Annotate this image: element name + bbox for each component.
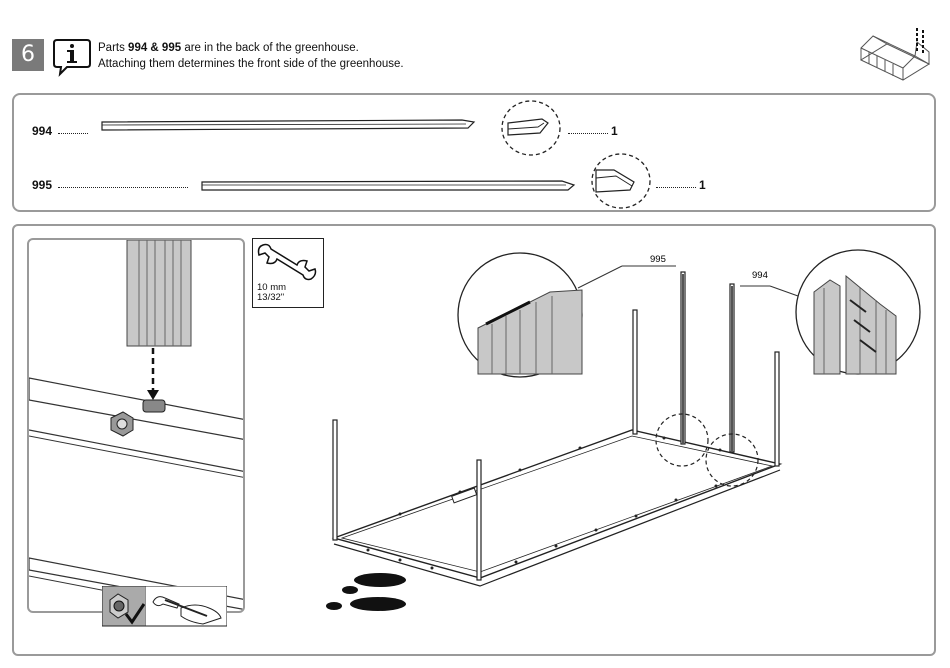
part-995-profile bbox=[200, 176, 580, 194]
wrench-size-text: 10 mm 13/32" bbox=[257, 283, 286, 303]
part-994-label: 994 bbox=[32, 124, 52, 138]
leader-dots bbox=[568, 133, 608, 134]
instruction-text: Parts 994 & 995 are in the back of the g… bbox=[98, 40, 404, 72]
instr-suffix: are in the back of the greenhouse. bbox=[181, 42, 359, 54]
part-995-qty: 1 bbox=[699, 178, 706, 192]
callout-995: 995 bbox=[650, 254, 666, 265]
part-995-detail bbox=[590, 152, 652, 210]
bolt-detail-drawing bbox=[29, 240, 245, 613]
leader-dots bbox=[58, 133, 88, 134]
parts-panel bbox=[12, 93, 936, 212]
checkmark-icon bbox=[102, 586, 146, 628]
part-994-profile bbox=[100, 116, 480, 134]
wrench-imperial: 13/32" bbox=[257, 293, 286, 303]
part-994-detail bbox=[500, 99, 562, 157]
leader-dots bbox=[656, 187, 696, 188]
instr-line2: Attaching them determines the front side… bbox=[98, 56, 404, 72]
instr-parts: 994 & 995 bbox=[128, 42, 181, 54]
wrench-spec-box: 10 mm 13/32" bbox=[252, 238, 324, 308]
part-994-qty: 1 bbox=[611, 124, 618, 138]
wrench-icon bbox=[253, 239, 323, 283]
greenhouse-icon bbox=[855, 22, 935, 84]
info-icon bbox=[52, 37, 92, 77]
leader-dots bbox=[58, 187, 188, 188]
instr-prefix: Parts bbox=[98, 42, 128, 54]
step-number: 6 bbox=[12, 39, 44, 71]
hand-wrench-icon bbox=[145, 586, 227, 628]
part-995-label: 995 bbox=[32, 178, 52, 192]
bolt-detail-inset bbox=[27, 238, 245, 613]
greenhouse-base-frame: 995 994 bbox=[320, 240, 930, 620]
callout-994: 994 bbox=[752, 270, 768, 281]
